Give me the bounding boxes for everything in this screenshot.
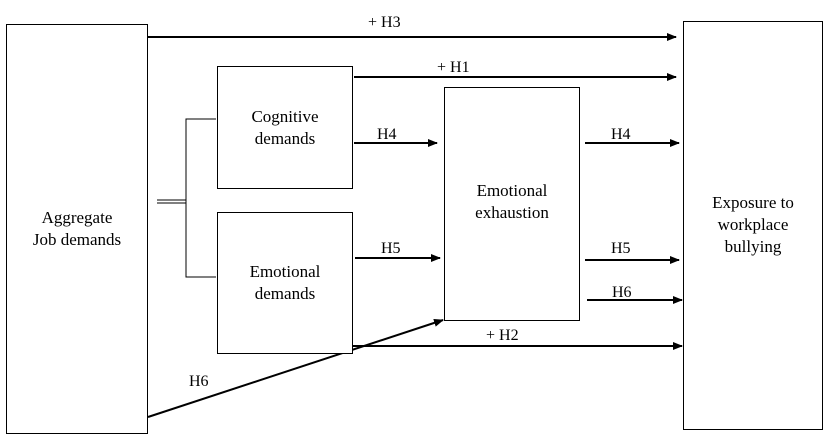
label-h6-out: H6	[612, 284, 632, 301]
label-h4-out: H4	[611, 126, 631, 143]
label-h3: + H3	[368, 14, 401, 31]
node-aggregate-job-demands: Aggregate Job demands	[6, 24, 148, 434]
node-emotional-demands: Emotional demands	[217, 212, 353, 354]
node-workplace-bullying: Exposure to workplace bullying	[683, 21, 823, 430]
label-h5-out: H5	[611, 240, 631, 257]
node-bullying-label: Exposure to workplace bullying	[712, 193, 794, 256]
arrow-h6-in	[147, 319, 444, 418]
node-aggregate-label: Aggregate Job demands	[32, 208, 122, 249]
node-emotional-exhaustion: Emotional exhaustion	[444, 87, 580, 321]
label-h4-in: H4	[377, 126, 397, 143]
label-h6-in: H6	[189, 373, 209, 390]
node-cognitive-demands: Cognitive demands	[217, 66, 353, 189]
grouping-bracket	[185, 118, 216, 278]
label-h2: + H2	[486, 327, 519, 344]
node-cognitive-label: Cognitive demands	[251, 106, 319, 148]
label-h5-in: H5	[381, 240, 401, 257]
node-emotional-demands-label: Emotional demands	[249, 262, 321, 303]
label-h1: + H1	[437, 59, 470, 76]
node-exhaustion-label: Emotional exhaustion	[475, 181, 549, 222]
